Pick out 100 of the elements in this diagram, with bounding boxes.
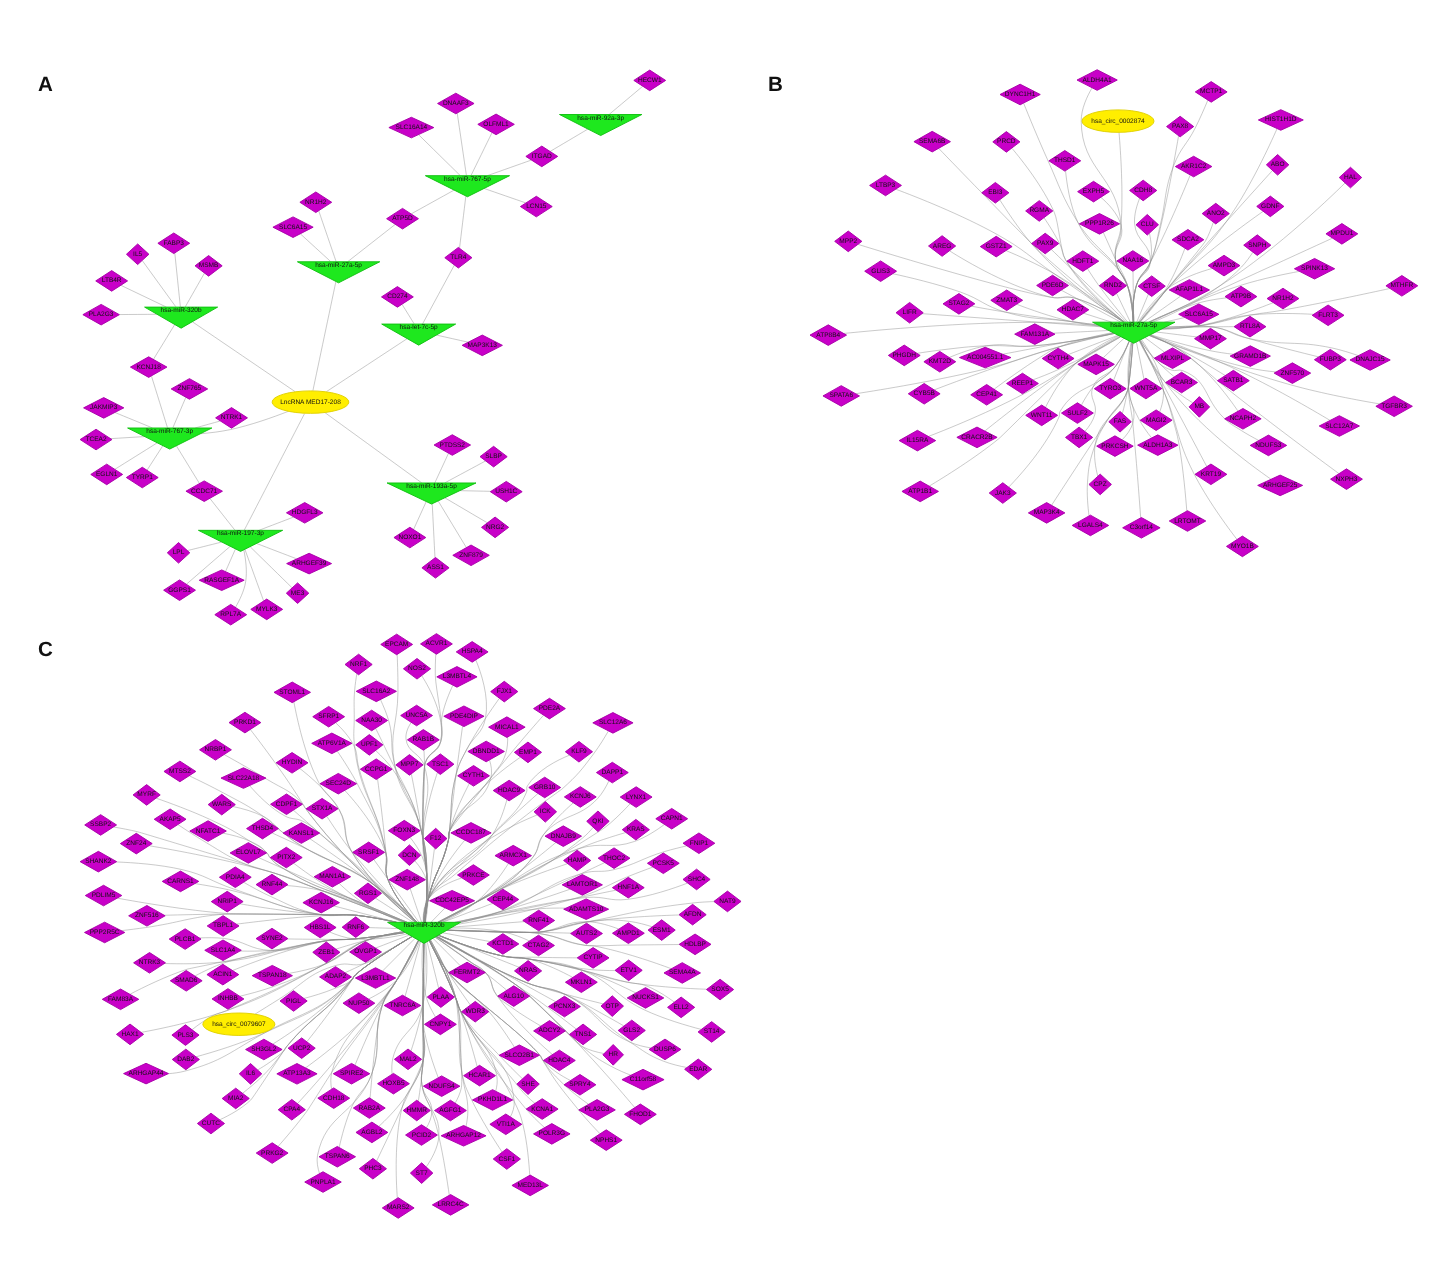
connector	[375, 933, 410, 948]
connector	[1068, 334, 1119, 354]
connector	[422, 263, 455, 324]
connector	[452, 920, 525, 927]
connector	[375, 896, 414, 922]
connector	[257, 935, 413, 1070]
connector	[1083, 312, 1112, 322]
connector	[329, 930, 408, 939]
connector	[176, 444, 200, 483]
connector	[409, 836, 429, 922]
connector	[446, 913, 680, 932]
connector	[306, 935, 413, 1041]
connector	[232, 805, 418, 922]
connector	[1061, 288, 1121, 322]
connector	[434, 452, 449, 483]
connector	[1150, 181, 1346, 322]
connector	[377, 777, 418, 922]
connector	[199, 931, 406, 950]
connector	[1148, 296, 1228, 322]
connector	[222, 831, 408, 922]
label: C	[38, 638, 53, 661]
connector	[1136, 340, 1145, 379]
connector	[432, 502, 436, 557]
connector	[1132, 196, 1151, 322]
connector	[114, 441, 158, 469]
connector	[1016, 303, 1101, 326]
connector	[447, 928, 680, 945]
connector	[442, 931, 491, 941]
connector	[209, 497, 236, 530]
connector	[239, 930, 404, 996]
connector	[335, 721, 418, 922]
connector	[373, 858, 420, 922]
connector	[347, 223, 396, 261]
connector	[151, 375, 168, 427]
connector	[235, 548, 247, 607]
connector	[119, 313, 157, 314]
connector	[318, 209, 337, 261]
connector	[430, 906, 446, 922]
connector	[1144, 336, 1165, 352]
connector	[244, 412, 305, 530]
connector	[929, 334, 1120, 486]
connector	[421, 941, 436, 1017]
connector	[1148, 334, 1381, 404]
connector	[120, 284, 167, 307]
connector	[971, 304, 1099, 325]
connector	[286, 884, 408, 922]
connector	[344, 789, 418, 922]
connector	[450, 926, 530, 941]
connector	[192, 930, 404, 1029]
connector	[429, 939, 478, 1066]
connector	[239, 931, 406, 951]
connector	[429, 939, 536, 1103]
connector	[1162, 312, 1314, 328]
connector	[1103, 231, 1134, 322]
connector	[429, 938, 471, 1005]
connector	[288, 930, 404, 973]
connector	[1127, 340, 1152, 437]
connector	[1116, 292, 1131, 322]
connector	[1103, 337, 1125, 357]
connector	[337, 749, 418, 922]
label: B	[767, 74, 783, 97]
connector	[324, 411, 422, 483]
connector	[410, 941, 426, 1051]
connector	[1132, 232, 1152, 322]
connector	[186, 545, 231, 584]
connector	[438, 499, 467, 547]
connector	[256, 542, 297, 559]
connector	[1128, 341, 1141, 517]
connector	[446, 918, 653, 932]
connector	[244, 548, 264, 601]
connector	[1053, 329, 1109, 333]
connector	[470, 131, 493, 175]
connector	[418, 133, 461, 175]
connector	[326, 337, 408, 391]
connector	[187, 540, 222, 550]
connector	[195, 419, 221, 428]
connector	[250, 545, 293, 587]
connector	[401, 303, 415, 324]
connector	[409, 887, 422, 922]
connector	[1140, 247, 1186, 322]
connector	[141, 930, 404, 1032]
connector	[432, 937, 461, 966]
connector	[439, 801, 574, 922]
connector	[192, 320, 296, 391]
connector	[272, 935, 413, 1044]
connector	[447, 928, 572, 933]
connector	[1150, 333, 1234, 354]
connector	[114, 411, 153, 428]
connector	[249, 784, 418, 922]
connector	[258, 515, 295, 530]
connector	[368, 939, 420, 999]
connector	[172, 396, 186, 428]
connector	[984, 335, 1121, 431]
connector	[146, 444, 164, 470]
label: A	[38, 74, 53, 97]
connector	[184, 272, 205, 307]
connector	[404, 940, 421, 996]
connector	[444, 496, 488, 522]
connector	[142, 259, 177, 307]
connector	[928, 335, 1121, 436]
